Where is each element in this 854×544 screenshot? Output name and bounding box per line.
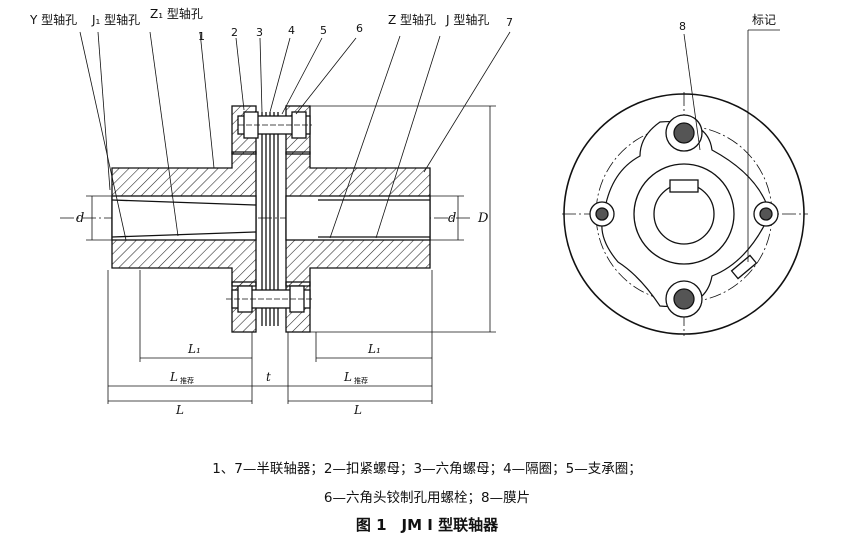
bolt-left bbox=[589, 201, 615, 227]
end-view bbox=[562, 29, 808, 336]
dim-d-left: d bbox=[76, 211, 84, 226]
part-number-5: 5 bbox=[320, 24, 327, 37]
lower-bolt bbox=[226, 285, 312, 313]
label-j1-hole: J₁ 型轴孔 bbox=[91, 12, 140, 27]
dim-L-rec-right: L bbox=[343, 370, 352, 384]
legend-line-2: 6—六角头铰制孔用螺栓；8—膜片 bbox=[323, 490, 531, 506]
dim-d-right: d bbox=[448, 211, 456, 226]
dim-L-right: L bbox=[353, 403, 362, 417]
legend-line-1: 1、7—半联轴器；2—扣紧螺母；3—六角螺母；4—隔圈；5—支承圈； bbox=[212, 461, 642, 477]
dim-t: t bbox=[266, 370, 271, 384]
dim-L1-left: L₁ bbox=[187, 342, 201, 356]
dim-L-rec-right-sub: 推荐 bbox=[354, 376, 368, 385]
part-number-6: 6 bbox=[356, 22, 363, 35]
dim-D: D bbox=[477, 211, 489, 226]
bolt-right bbox=[753, 201, 779, 227]
label-y-hole: Y 型轴孔 bbox=[29, 12, 77, 27]
part-number-1: 1 bbox=[198, 30, 205, 43]
label-z-hole: Z 型轴孔 bbox=[388, 12, 436, 27]
dim-L1-right: L₁ bbox=[367, 342, 381, 356]
part-number-7: 7 bbox=[506, 16, 513, 29]
upper-bolt bbox=[237, 111, 312, 139]
dim-L-left: L bbox=[175, 403, 184, 417]
bolt-top bbox=[665, 114, 703, 152]
coupling-drawing: Y 型轴孔 J₁ 型轴孔 Z₁ 型轴孔 Z 型轴孔 J 型轴孔 标记 1 2 3… bbox=[29, 6, 808, 417]
bolt-bottom bbox=[665, 280, 703, 318]
label-j-hole: J 型轴孔 bbox=[445, 12, 489, 27]
figure-title: 图 1 JM Ⅰ 型联轴器 bbox=[355, 516, 499, 534]
dim-L-rec-left: L bbox=[169, 370, 178, 384]
part-number-2: 2 bbox=[231, 26, 238, 39]
label-z1-hole: Z₁ 型轴孔 bbox=[150, 6, 203, 21]
part-number-3: 3 bbox=[256, 26, 263, 39]
part-number-8: 8 bbox=[679, 20, 686, 33]
dim-L-rec-left-sub: 推荐 bbox=[180, 376, 194, 385]
label-mark: 标记 bbox=[752, 13, 776, 27]
drawing-labels: Y 型轴孔 J₁ 型轴孔 Z₁ 型轴孔 Z 型轴孔 J 型轴孔 标记 1 2 3… bbox=[29, 6, 776, 417]
section-view bbox=[60, 31, 511, 404]
part-number-4: 4 bbox=[288, 24, 295, 37]
mark-symbol bbox=[730, 254, 758, 280]
